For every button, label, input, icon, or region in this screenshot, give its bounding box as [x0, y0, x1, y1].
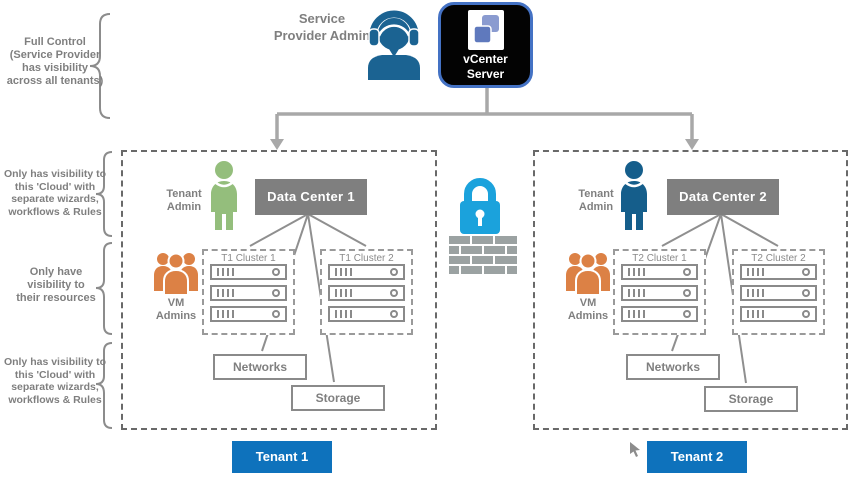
server-icon [740, 306, 817, 322]
tenant2-storage-node[interactable]: Storage [704, 386, 798, 412]
server-bars [335, 289, 352, 297]
tenant1-admin-label: Tenant Admin [166, 188, 202, 213]
server-bars [747, 289, 764, 297]
t1-cluster2-label: T1 Cluster 2 [339, 253, 394, 264]
tenant2-boundary: Tenant Admin Data Center 2 T2 Cluster 1 [533, 150, 848, 430]
server-led [390, 289, 398, 297]
tenant1-button[interactable]: Tenant 1 [232, 441, 332, 473]
vcenter-server-label: vCenter Server [463, 52, 508, 81]
t1-cluster1-label: T1 Cluster 1 [221, 253, 276, 264]
tenant1-boundary: Tenant Admin Data Center 1 T1 Cluster 1 [121, 150, 437, 430]
tenant2-networks-node[interactable]: Networks [626, 354, 720, 380]
server-icon [740, 264, 817, 280]
full-control-label: Full Control (Service Provider has visib… [6, 36, 104, 87]
arrow-down-left-icon [270, 139, 284, 150]
server-icon [210, 264, 287, 280]
server-bars [335, 268, 352, 276]
tenant2-admin-person-icon [617, 160, 651, 230]
server-led [802, 310, 810, 318]
firewall-brick-icon [449, 236, 517, 276]
server-bars [628, 310, 645, 318]
headset-admin-icon [358, 6, 430, 80]
tenant2-admin-label: Tenant Admin [578, 188, 614, 213]
server-led [272, 268, 280, 276]
datacenter2-node[interactable]: Data Center 2 [667, 179, 779, 215]
server-bars [217, 268, 234, 276]
server-led [272, 310, 280, 318]
vcenter-server-node[interactable]: vCenter Server [438, 2, 533, 88]
tenant1-storage-node[interactable]: Storage [291, 385, 385, 411]
server-led [390, 310, 398, 318]
server-icon [328, 264, 405, 280]
server-bars [335, 310, 352, 318]
tenant2-vm-admins-label: VM Admins [567, 297, 609, 322]
server-led [683, 268, 691, 276]
vcenter-connector-line [275, 88, 694, 141]
server-bars [628, 289, 645, 297]
arrow-down-right-icon [685, 139, 699, 150]
vm-visibility-label: Only have visibility to their resources [16, 266, 96, 304]
service-provider-admin-label: Service Provider Admin [273, 11, 371, 43]
vsphere-logo-icon [467, 10, 504, 50]
t2-cluster1-node[interactable]: T2 Cluster 1 [613, 249, 706, 335]
lock-icon [458, 177, 502, 235]
server-icon [210, 306, 287, 322]
mouse-cursor-icon [630, 442, 642, 458]
server-led [802, 268, 810, 276]
tenant2-vm-admins-icon [564, 249, 612, 295]
datacenter1-node[interactable]: Data Center 1 [255, 179, 367, 215]
server-led [683, 310, 691, 318]
cloud-visibility-bottom-label: Only has visibility to this 'Cloud' with… [3, 356, 107, 406]
server-bars [747, 268, 764, 276]
server-bars [747, 310, 764, 318]
server-icon [328, 285, 405, 301]
server-led [683, 289, 691, 297]
tenant1-admin-person-icon [207, 160, 241, 230]
server-bars [217, 310, 234, 318]
server-icon [621, 264, 698, 280]
server-led [802, 289, 810, 297]
server-bars [628, 268, 645, 276]
server-led [272, 289, 280, 297]
server-icon [328, 306, 405, 322]
tenant1-networks-node[interactable]: Networks [213, 354, 307, 380]
tenant1-vm-admins-icon [152, 249, 200, 295]
t1-cluster1-node[interactable]: T1 Cluster 1 [202, 249, 295, 335]
server-icon [740, 285, 817, 301]
server-led [390, 268, 398, 276]
server-bars [217, 289, 234, 297]
server-icon [621, 285, 698, 301]
brace-vm-visibility [95, 242, 113, 335]
t1-cluster2-node[interactable]: T1 Cluster 2 [320, 249, 413, 335]
t2-cluster2-label: T2 Cluster 2 [751, 253, 806, 264]
t2-cluster1-label: T2 Cluster 1 [632, 253, 687, 264]
server-icon [210, 285, 287, 301]
server-icon [621, 306, 698, 322]
tenant1-vm-admins-label: VM Admins [155, 297, 197, 322]
t2-cluster2-node[interactable]: T2 Cluster 2 [732, 249, 825, 335]
tenant2-button[interactable]: Tenant 2 [647, 441, 747, 473]
cloud-visibility-top-label: Only has visibility to this 'Cloud' with… [3, 168, 107, 218]
